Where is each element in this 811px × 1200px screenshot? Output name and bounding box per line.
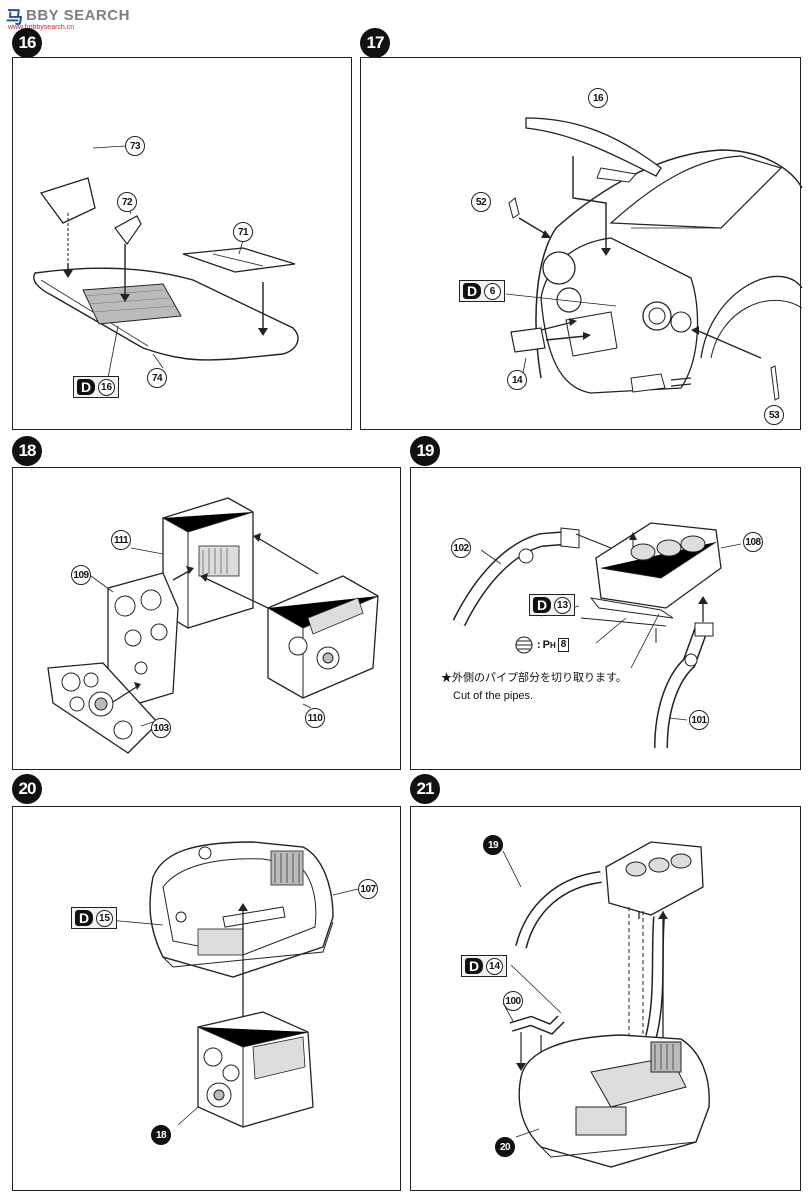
step-19-badge: 19 [410, 436, 440, 466]
step-17-panel: 16 52 14 53 D 6 [360, 57, 803, 430]
step-20-badge: 20 [12, 774, 42, 804]
decal-tag: D 16 [73, 376, 119, 398]
part-101-callout: 101 [689, 710, 709, 730]
part-73-callout: 73 [125, 136, 145, 156]
part-52-callout: 52 [471, 192, 491, 212]
step-18-badge: 18 [12, 436, 42, 466]
part-108-callout: 108 [743, 532, 763, 552]
logo-en: BBY SEARCH [26, 6, 130, 24]
part-110-callout: 110 [305, 708, 325, 728]
step-16-badge: 16 [12, 28, 42, 58]
part-100-callout: 100 [503, 991, 523, 1011]
instruction-note-jp: ★外側のパイプ部分を切り取ります。 [441, 672, 627, 684]
step-21-panel: 19 100 20 D 14 [410, 806, 801, 1191]
part-14-callout: 14 [507, 370, 527, 390]
decal-tag: D 6 [459, 280, 505, 302]
decal-tag: D 14 [461, 955, 507, 977]
part-103-callout: 103 [151, 718, 171, 738]
step-19-illustration [452, 522, 742, 749]
step-17-illustration [505, 117, 803, 401]
step-21-illustration [502, 841, 710, 1168]
part-16-callout: 16 [588, 88, 608, 108]
step-17-badge: 17 [360, 28, 390, 58]
step-20-panel: 107 18 D 15 [12, 806, 401, 1191]
step-18-panel: 111 109 103 110 [12, 467, 401, 770]
part-111-callout: 111 [111, 530, 131, 550]
decal-tag: D 13 [529, 594, 575, 616]
step-21-badge: 21 [410, 774, 440, 804]
step-18-illustration [47, 497, 379, 754]
logo-url: www.hobbysearch.cn [8, 24, 75, 31]
part-20-callout: 20 [495, 1137, 515, 1157]
part-19-callout: 19 [483, 835, 503, 855]
logo-cn: 马 [6, 7, 23, 28]
part-107-callout: 107 [358, 879, 378, 899]
step-20-illustration [97, 841, 359, 1128]
instruction-note-en: Cut of the pipes. [453, 690, 534, 702]
site-logo: 马 BBY SEARCH www.hobbysearch.cn [6, 4, 130, 32]
part-18-callout: 18 [151, 1125, 171, 1145]
part-102-callout: 102 [451, 538, 471, 558]
part-109-callout: 109 [71, 565, 91, 585]
step-16-illustration [33, 145, 299, 379]
step-16-panel: 73 72 71 74 D 16 [12, 57, 352, 430]
part-71-callout: 71 [233, 222, 253, 242]
part-53-callout: 53 [764, 405, 784, 425]
part-72-callout: 72 [117, 192, 137, 212]
decal-tag: D 15 [71, 907, 117, 929]
part-74-callout: 74 [147, 368, 167, 388]
